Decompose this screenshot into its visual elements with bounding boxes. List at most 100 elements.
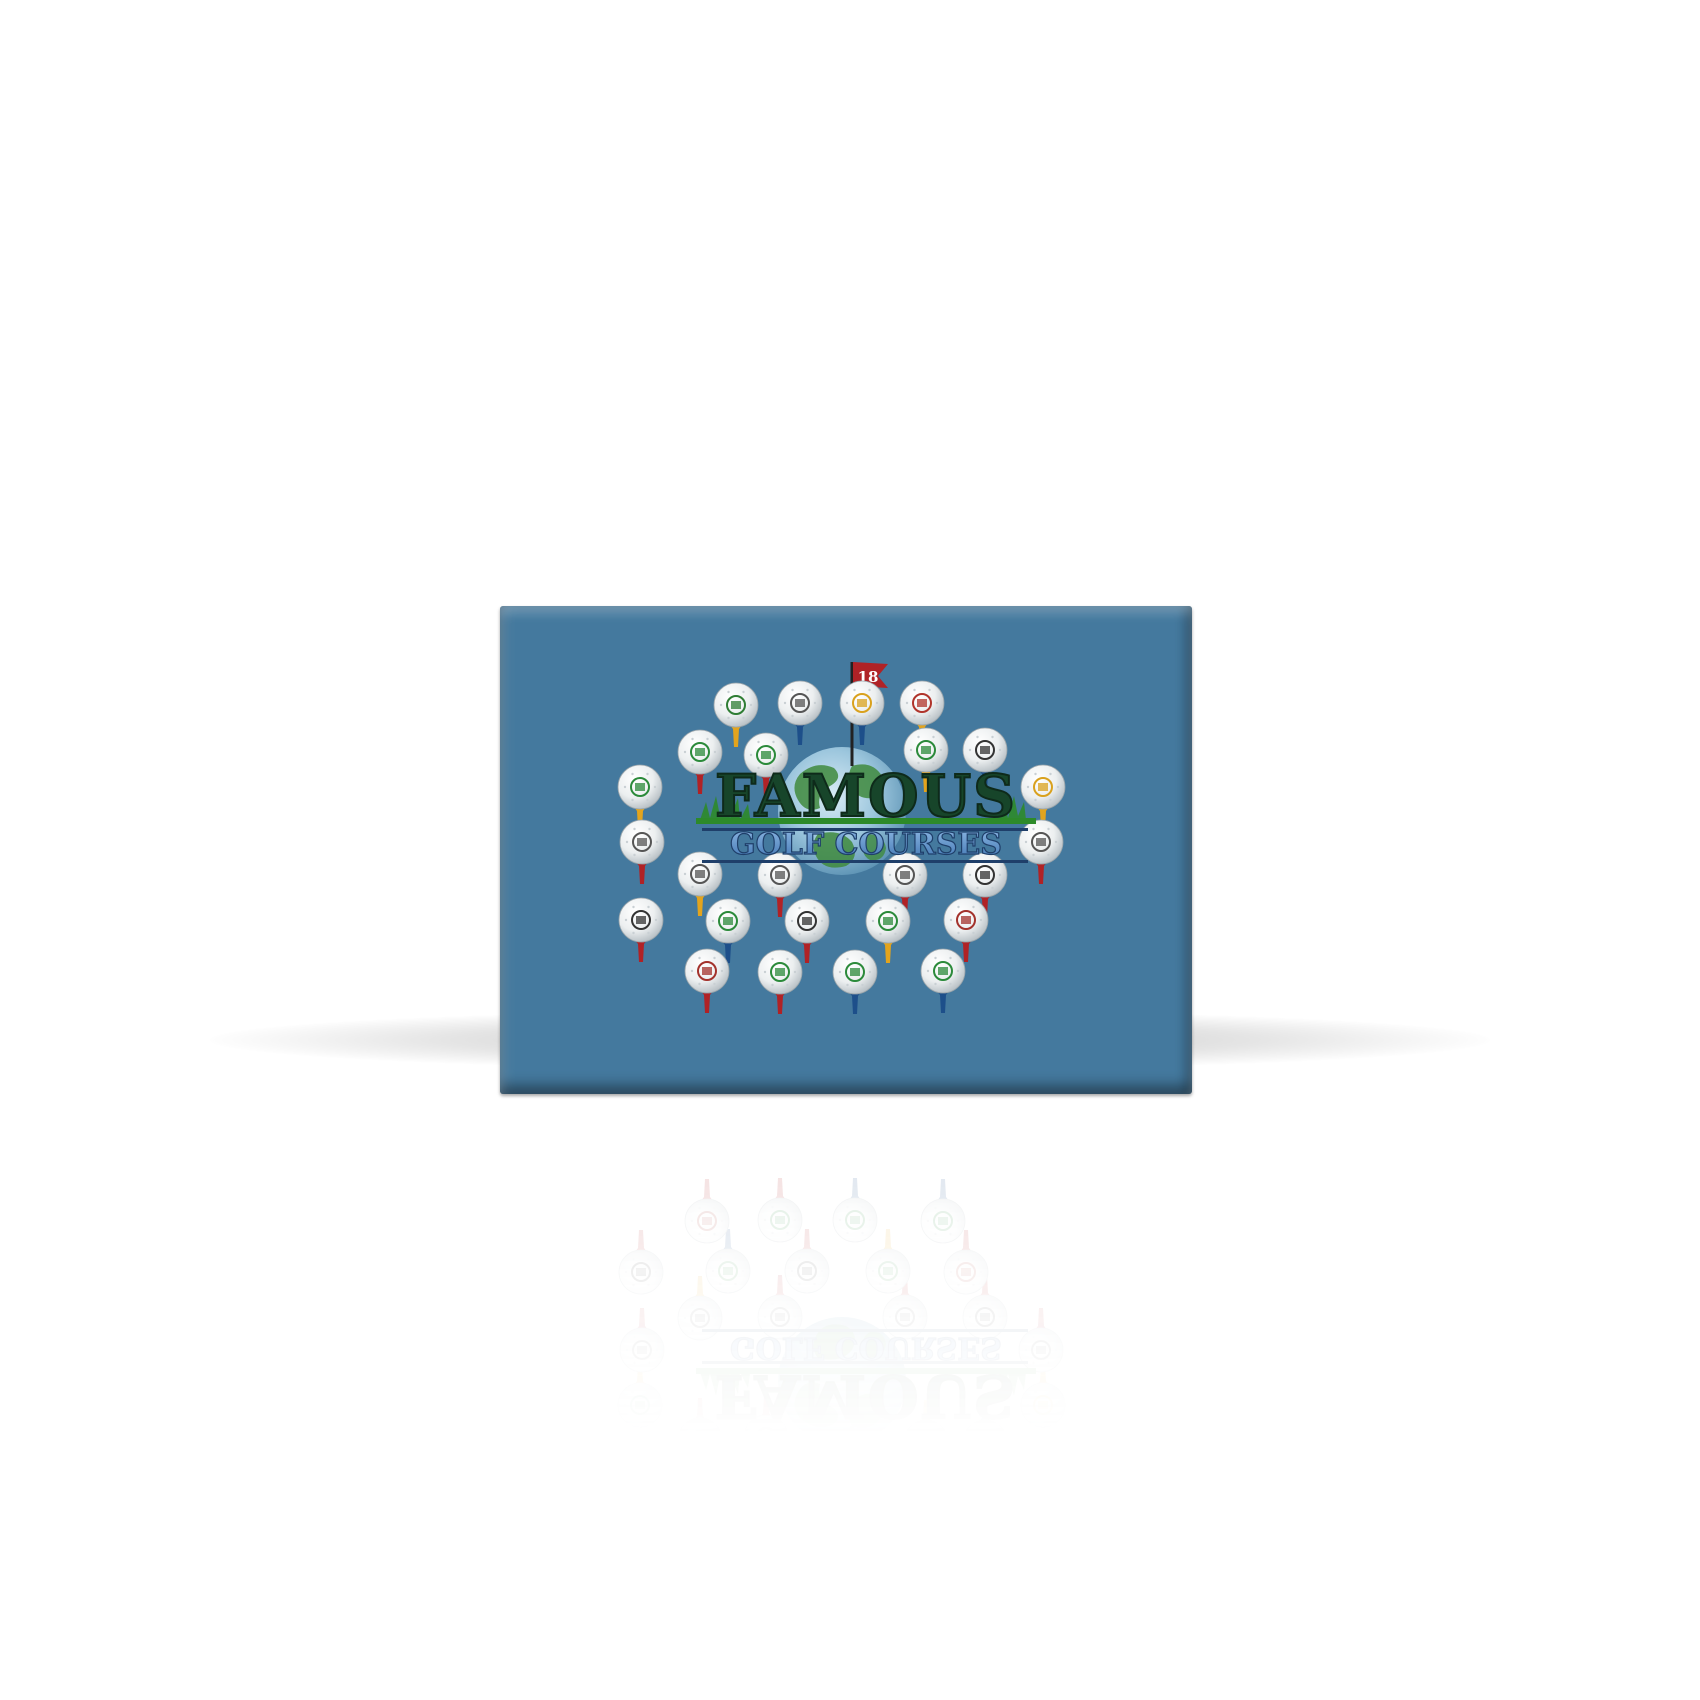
tee-peg bbox=[976, 1400, 994, 1426]
tee-peg bbox=[957, 936, 975, 962]
tee-peg bbox=[853, 1447, 871, 1473]
tee-peg bbox=[976, 766, 994, 792]
tee-peg bbox=[691, 890, 709, 916]
course-logo bbox=[956, 1262, 976, 1282]
course-logo bbox=[916, 740, 936, 760]
course-logo bbox=[845, 1210, 865, 1230]
tee-peg bbox=[798, 1229, 816, 1255]
title-logo: FAMOUS GOLF COURSES bbox=[696, 1329, 1036, 1431]
tee-peg bbox=[631, 803, 649, 829]
magnet-artwork: 18 FAMOUS GOLF COURSES bbox=[617, 662, 1066, 1014]
golf-ball-on-tee bbox=[619, 819, 665, 884]
tee-peg bbox=[791, 1447, 809, 1473]
tee-peg bbox=[771, 1178, 789, 1204]
course-logo bbox=[690, 1308, 710, 1328]
tee-peg bbox=[1034, 803, 1052, 829]
title-golf-courses: GOLF COURSES bbox=[730, 827, 1002, 862]
course-logo bbox=[797, 1261, 817, 1281]
golf-ball-on-tee bbox=[784, 898, 830, 963]
course-logo bbox=[895, 865, 915, 885]
tee-peg bbox=[698, 1179, 716, 1205]
course-logo bbox=[632, 832, 652, 852]
golf-ball bbox=[757, 1294, 803, 1340]
golf-ball bbox=[903, 1419, 949, 1465]
course-logo bbox=[933, 1211, 953, 1231]
golf-ball bbox=[705, 1248, 751, 1294]
tee-peg bbox=[1032, 1308, 1050, 1334]
golf-ball-on-tee bbox=[943, 897, 989, 962]
course-logo bbox=[770, 1307, 790, 1327]
tee-peg bbox=[727, 721, 745, 747]
course-logo bbox=[975, 1432, 995, 1452]
golf-ball bbox=[777, 1466, 823, 1512]
title-golf-courses: GOLF COURSES bbox=[730, 1330, 1002, 1365]
golf-ball-on-tee bbox=[617, 764, 663, 829]
course-logo bbox=[878, 911, 898, 931]
artwork-reflection: 18 FAMOUS GOLF COURSES bbox=[617, 1178, 1066, 1530]
tee-peg bbox=[771, 1275, 789, 1301]
course-logo bbox=[690, 864, 710, 884]
golf-ball-on-tee bbox=[777, 1447, 823, 1512]
golf-ball bbox=[618, 1249, 664, 1295]
tee-peg bbox=[934, 1179, 952, 1205]
golf-ball-on-tee bbox=[962, 727, 1008, 792]
tee-peg bbox=[757, 1395, 775, 1421]
course-logo bbox=[975, 865, 995, 885]
golf-ball-on-tee bbox=[705, 898, 751, 963]
course-logo bbox=[797, 911, 817, 931]
golf-ball-on-tee bbox=[784, 1229, 830, 1294]
golf-ball bbox=[713, 1464, 759, 1510]
golf-ball bbox=[684, 1198, 730, 1244]
course-logo bbox=[878, 1261, 898, 1281]
golf-ball-on-tee bbox=[1020, 764, 1066, 829]
tee-peg bbox=[798, 937, 816, 963]
course-logo bbox=[1031, 832, 1051, 852]
golf-ball bbox=[962, 1419, 1008, 1465]
magnet-reflection: 18 FAMOUS GOLF COURSES bbox=[500, 1098, 1192, 1586]
course-logo bbox=[690, 1430, 710, 1450]
globe-illustration bbox=[778, 1317, 906, 1445]
golf-ball-on-tee bbox=[677, 1398, 723, 1463]
course-logo bbox=[726, 695, 746, 715]
tee-peg bbox=[632, 1230, 650, 1256]
tee-peg bbox=[631, 1363, 649, 1389]
golf-ball bbox=[1018, 1327, 1064, 1373]
golf-ball-on-tee bbox=[713, 682, 759, 747]
course-logo bbox=[916, 1432, 936, 1452]
tee-peg bbox=[917, 766, 935, 792]
course-logo bbox=[852, 1479, 872, 1499]
tee-peg bbox=[976, 1275, 994, 1301]
golf-ball bbox=[617, 1382, 663, 1428]
golf-ball-on-tee bbox=[903, 1400, 949, 1465]
golf-ball-on-tee bbox=[617, 1363, 663, 1428]
tee-peg bbox=[719, 937, 737, 963]
course-logo bbox=[975, 1307, 995, 1327]
course-logo bbox=[790, 693, 810, 713]
course-logo bbox=[756, 745, 776, 765]
tee-peg bbox=[691, 1398, 709, 1424]
course-logo bbox=[697, 961, 717, 981]
golf-ball bbox=[865, 1248, 911, 1294]
golf-ball-on-tee bbox=[1018, 1308, 1064, 1373]
course-logo bbox=[790, 1479, 810, 1499]
golf-ball-on-tee bbox=[920, 1179, 966, 1244]
course-logo bbox=[956, 910, 976, 930]
tee-peg bbox=[879, 1229, 897, 1255]
title-famous: FAMOUS bbox=[715, 1362, 1017, 1430]
course-logo bbox=[770, 962, 790, 982]
golf-ball-on-tee bbox=[618, 897, 664, 962]
course-logo bbox=[1033, 777, 1053, 797]
tee-peg bbox=[846, 988, 864, 1014]
golf-ball-on-tee bbox=[713, 1445, 759, 1510]
golf-ball bbox=[619, 1327, 665, 1373]
tee-peg bbox=[771, 891, 789, 917]
tee-peg bbox=[846, 1178, 864, 1204]
tee-peg bbox=[633, 1308, 651, 1334]
tee-peg bbox=[976, 891, 994, 917]
golf-ball-on-tee bbox=[684, 1179, 730, 1244]
course-logo bbox=[1031, 1340, 1051, 1360]
tee-peg bbox=[1032, 858, 1050, 884]
golf-ball-on-tee bbox=[619, 1308, 665, 1373]
golf-ball-on-tee bbox=[882, 1275, 928, 1340]
